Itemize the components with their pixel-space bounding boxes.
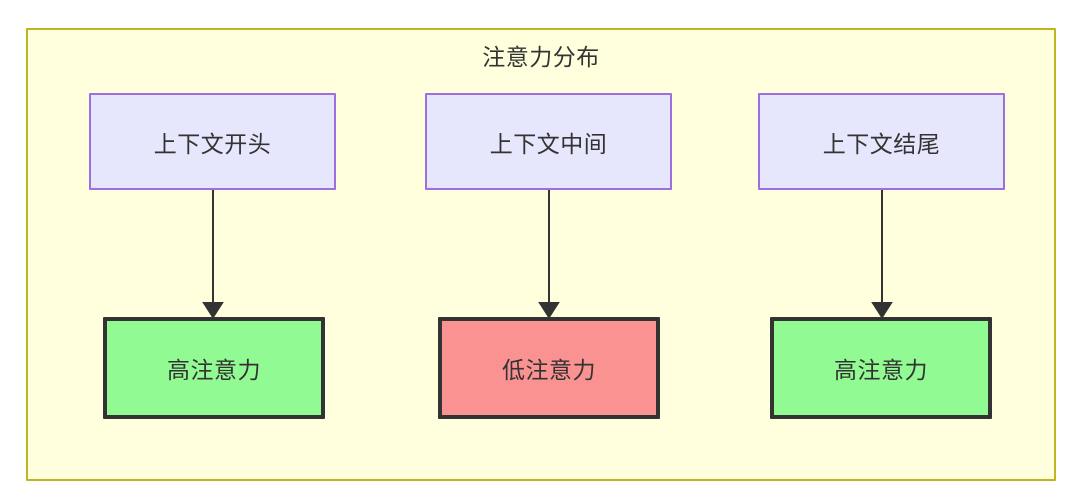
node-context-start[interactable]: 上下文开头 xyxy=(89,93,336,190)
node-result-end[interactable]: 高注意力 xyxy=(770,317,992,419)
node-result-start[interactable]: 高注意力 xyxy=(103,317,325,419)
node-result-middle[interactable]: 低注意力 xyxy=(438,317,660,419)
node-context-middle[interactable]: 上下文中间 xyxy=(425,93,672,190)
node-context-end[interactable]: 上下文结尾 xyxy=(758,93,1005,190)
diagram-title: 注意力分布 xyxy=(482,44,600,70)
